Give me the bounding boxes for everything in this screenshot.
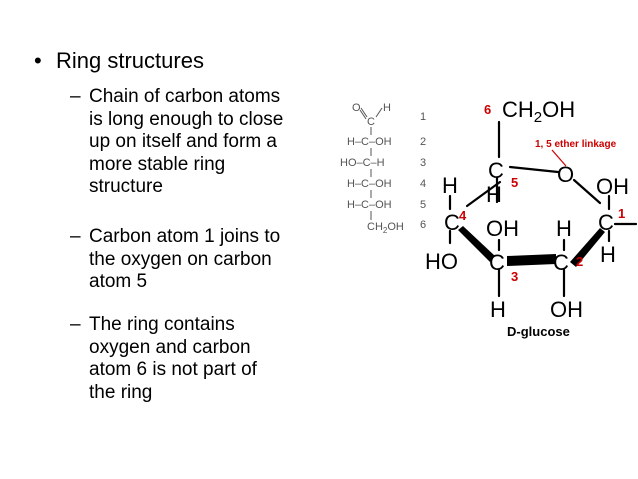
ring-c4: C: [444, 210, 460, 235]
ring-c1-h: H: [600, 242, 616, 267]
ring-c3-oh: OH: [486, 216, 519, 241]
chain-number: 4: [420, 178, 426, 190]
d-glucose-caption: D-glucose: [507, 324, 570, 339]
ring-number-4: 4: [459, 208, 467, 223]
ring-c1: C: [598, 210, 614, 235]
chain-number: 2: [420, 136, 426, 148]
sub-bullet-line: up on itself and form a: [89, 131, 277, 152]
ring-ch2oh: CH2OH: [502, 97, 575, 126]
bullet-text: Ring structures: [56, 48, 204, 73]
chain-row: H–C–OH: [347, 199, 392, 211]
ring-number-6: 6: [484, 102, 491, 117]
chain-row: HO–C–H: [340, 157, 385, 169]
sub-bullet-line: the ring: [89, 381, 153, 403]
ring-c2-oh: OH: [550, 297, 583, 322]
ring-c2: C: [553, 250, 569, 275]
sub-bullet-line: Chain of carbon atoms: [89, 86, 281, 107]
chain-number: 3: [420, 157, 426, 169]
sub-bullet-line: the oxygen on carbon: [89, 248, 272, 270]
sub-bullet-line: oxygen and carbon: [89, 336, 251, 358]
chain-bottom: CH2OH: [367, 221, 404, 235]
open-chain-diagram: O H C H–C–OH HO–C–H H–C–OH H–C–OH CH2OH …: [340, 102, 426, 235]
bullet-ring-structures: • Ring structures: [34, 48, 204, 74]
chain-number: 1: [420, 111, 426, 123]
bullet-dot: •: [34, 48, 42, 73]
ring-oxygen: O: [557, 162, 574, 187]
ring-number-5: 5: [511, 175, 518, 190]
ring-c3: C: [489, 250, 505, 275]
chain-top-o: O: [352, 102, 361, 114]
sub-bullet-line: more stable ring: [89, 153, 226, 175]
sub-bullet-dash: –: [70, 226, 81, 247]
ring-c4-h: H: [442, 173, 458, 198]
ring-c2-h: H: [556, 216, 572, 241]
chain-top-h: H: [383, 102, 391, 114]
sub-bullet-line: atom 5: [89, 271, 148, 292]
sub-bullet-line: atom 6 is not part of: [89, 359, 257, 380]
ring-number-2: 2: [576, 254, 583, 269]
ring-number-1: 1: [618, 206, 625, 221]
sub-bullet-dash: –: [70, 314, 81, 335]
sub-bullet-line: structure: [89, 176, 163, 197]
sub-bullet-dash: –: [70, 86, 81, 107]
chain-number: 6: [420, 219, 426, 231]
ring-c4-ho: HO: [425, 249, 458, 274]
ring-c5: C: [488, 158, 504, 183]
ring-c1-oh: OH: [596, 174, 629, 199]
sub-bullet-line: The ring contains: [89, 314, 235, 335]
ring-number-3: 3: [511, 269, 518, 284]
ether-linkage-pointer: [551, 149, 567, 167]
chain-number: 5: [420, 199, 426, 211]
chain-row: H–C–OH: [347, 178, 392, 190]
ring-c3-h: H: [490, 297, 506, 322]
ring-c5-h: H: [486, 182, 502, 207]
sub-bullet-line: Carbon atom 1 joins to: [89, 226, 281, 247]
chain-top-c: C: [367, 116, 375, 128]
sub-bullet-line: is long enough to close: [89, 108, 284, 130]
ether-linkage-label: 1, 5 ether linkage: [535, 139, 617, 150]
chain-row: H–C–OH: [347, 136, 392, 148]
